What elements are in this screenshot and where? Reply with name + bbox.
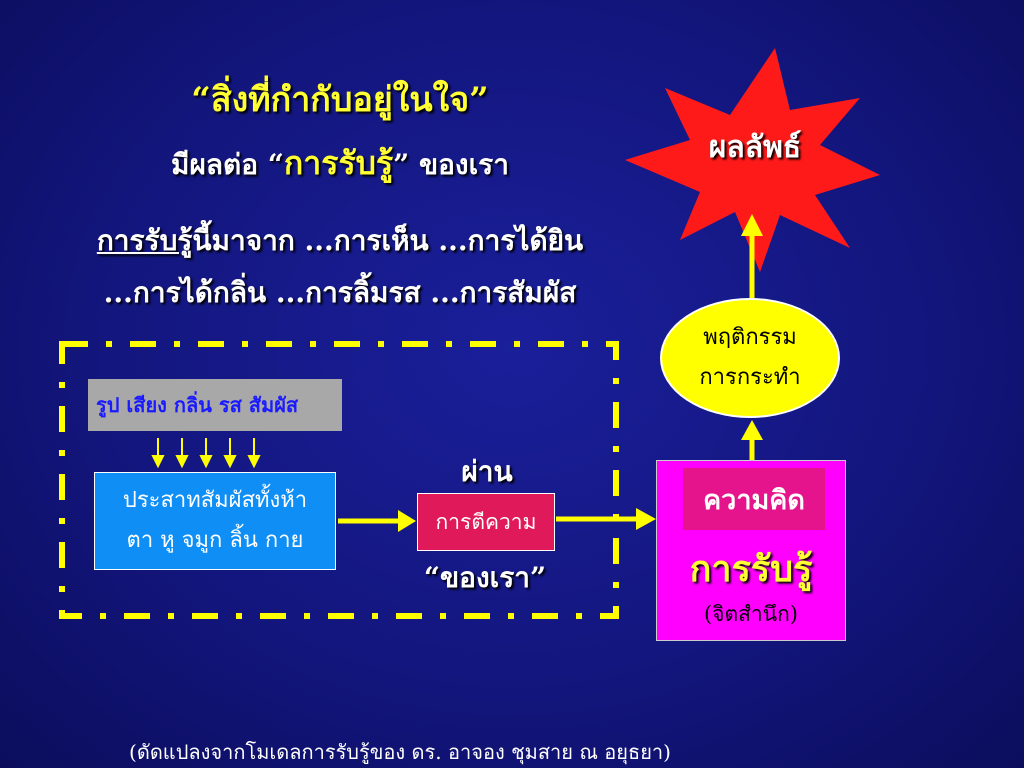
sources-line-2: ...การได้กลิ่น ...การลิ้มรส ...การสัมผัส	[103, 276, 577, 309]
perception-label: การรับรู้	[689, 548, 813, 590]
subtitle-suffix: ” ของเรา	[393, 148, 509, 181]
result-starburst	[625, 48, 880, 272]
page-subtitle: มีผลต่อ “การรับรู้” ของเรา	[60, 138, 620, 189]
interpretation-box: การตีความ	[417, 493, 555, 551]
consciousness-label: (จิตสำนึก)	[703, 602, 798, 626]
result-label: ผลลัพธ์	[708, 130, 802, 165]
sources-line-1-rest: นี้มาจาก ...การเห็น ...การได้ยิน	[192, 224, 584, 257]
senses-box: รูป เสียง กลิ่น รส สัมผัส	[88, 379, 342, 431]
page-title: “สิ่งที่กำกับอยู่ในใจ”	[191, 80, 489, 120]
nerves-line-2: ตา หู จมูก ลิ้น กาย	[126, 528, 304, 553]
perception-sources: การรับรู้นี้มาจาก ...การเห็น ...การได้ยิ…	[40, 215, 640, 319]
dashed-boundary	[59, 341, 619, 619]
sources-line-1: การรับรู้นี้มาจาก ...การเห็น ...การได้ยิ…	[40, 215, 640, 267]
nerves-line-1: ประสาทสัมผัสทั้งห้า	[122, 488, 308, 513]
behavior-ellipse: พฤติกรรม การกระทำ	[660, 298, 840, 418]
via-label: ผ่าน	[461, 455, 513, 488]
credit-footer: (ดัดแปลงจากโมเดลการรับรู้ของ ดร. อาจอง ช…	[129, 740, 671, 764]
arrow-behavior-to-result	[741, 214, 763, 298]
ours-label: “ของเรา”	[423, 561, 547, 594]
nerves-box: ประสาทสัมผัสทั้งห้า ตา หู จมูก ลิ้น กาย	[94, 472, 336, 570]
sources-underlined: การรับรู้	[96, 224, 193, 257]
subtitle-highlight: การรับรู้	[283, 144, 394, 182]
behavior-line-2: การกระทำ	[699, 365, 801, 390]
sense-arrows	[151, 438, 261, 469]
subtitle-prefix: มีผลต่อ “	[171, 148, 284, 181]
arrow-nerves-to-interpretation	[338, 510, 416, 532]
arrow-interpretation-to-perception	[556, 508, 656, 530]
thought-box: ความคิด	[683, 468, 825, 530]
behavior-line-1: พฤติกรรม	[703, 325, 797, 350]
